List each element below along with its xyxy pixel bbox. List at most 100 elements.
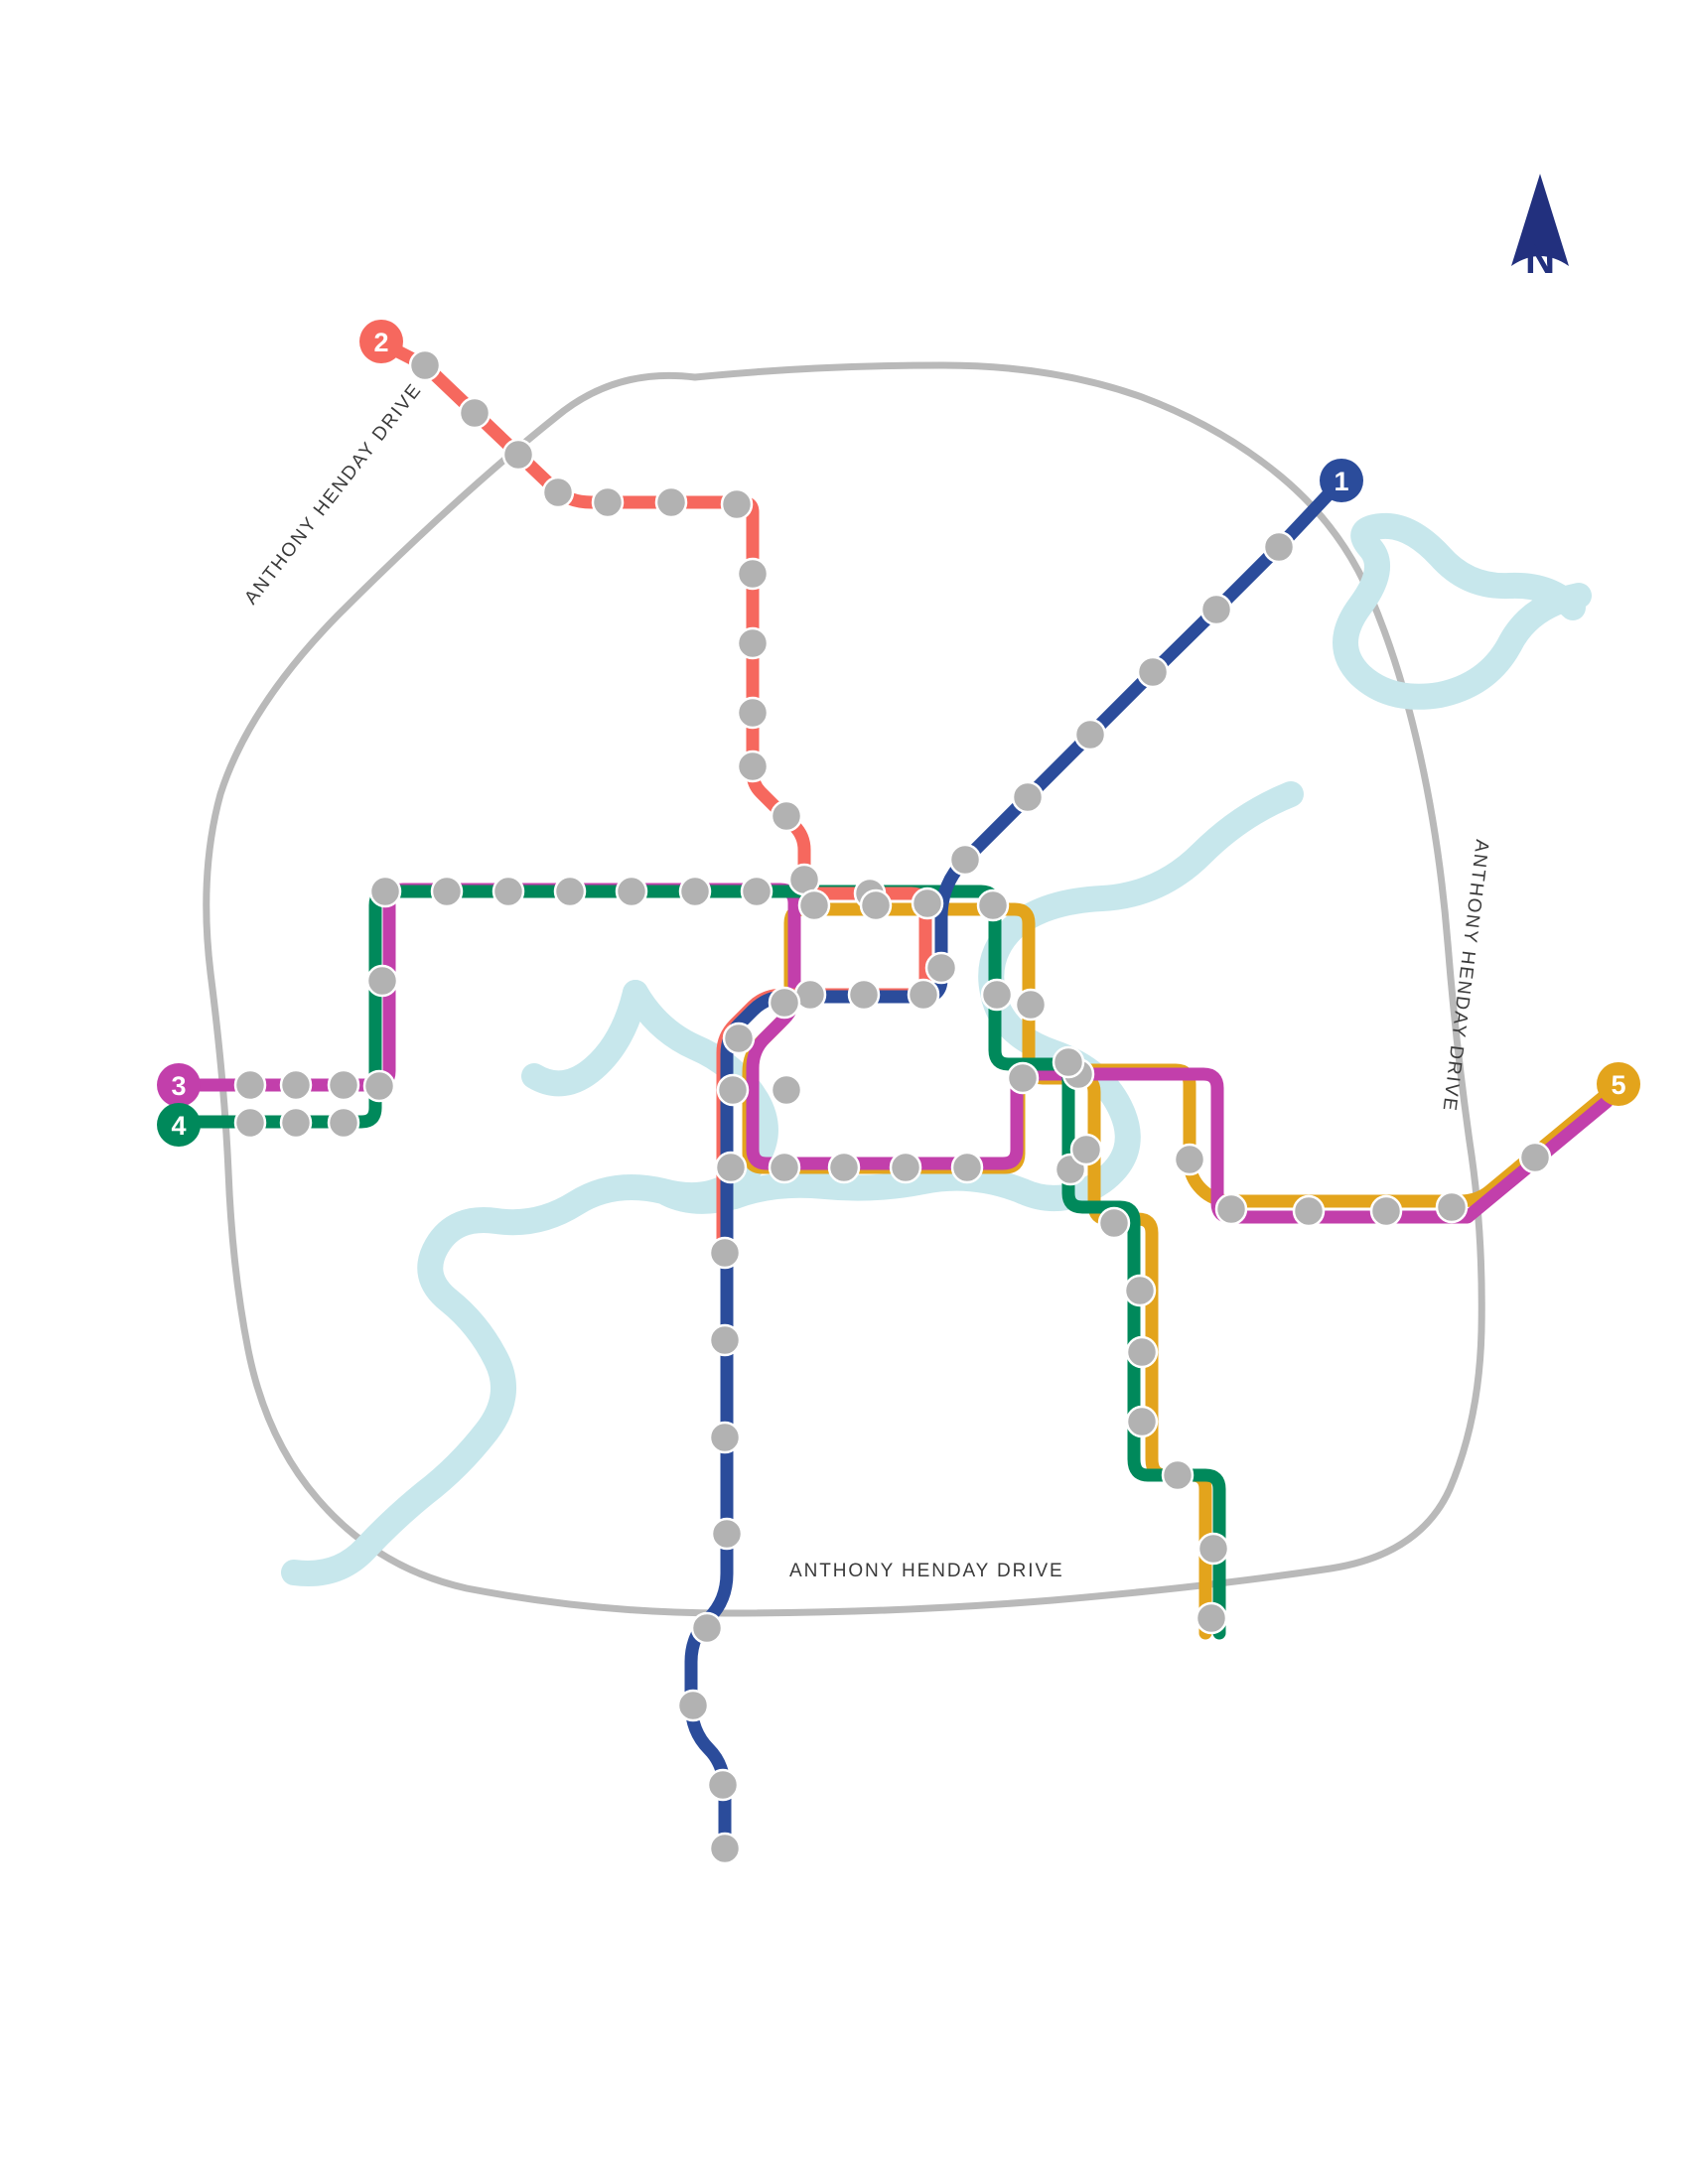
station-dot[interactable] [279,1106,313,1140]
line-2-badge[interactable]: 2 [359,320,403,363]
station-dot[interactable] [736,696,770,730]
station-dot[interactable] [770,799,803,833]
line-3-badge-circle[interactable] [157,1063,201,1107]
compass-north-label: N [1525,235,1555,282]
station-dot[interactable] [911,887,944,920]
north-arrow-icon [1511,174,1569,266]
station-dot[interactable] [859,888,893,922]
station-dot[interactable] [1196,1532,1230,1566]
station-dot[interactable] [362,1069,396,1103]
station-dot[interactable] [740,875,774,908]
line-2-badge-circle[interactable] [359,320,403,363]
station-dot[interactable] [1369,1194,1403,1228]
station-dot[interactable] [924,951,958,985]
station-dot[interactable] [768,986,801,1020]
station-dot[interactable] [1125,1335,1159,1369]
station-dot[interactable] [1052,1045,1085,1079]
station-dot[interactable] [1518,1141,1552,1174]
station-dot[interactable] [710,1517,744,1551]
station-dot[interactable] [1136,655,1170,689]
line-3-badge-label: 3 [171,1071,186,1101]
line-2-group[interactable] [375,337,932,1253]
line-4-badge-circle[interactable] [157,1103,201,1147]
station-dot[interactable] [708,1832,742,1865]
station-dot[interactable] [714,1151,748,1184]
station-dot[interactable] [1123,1274,1157,1307]
line-5-badge-circle[interactable] [1597,1062,1640,1106]
station-dot[interactable] [233,1106,267,1140]
station-dot[interactable] [1195,1601,1228,1635]
line-2-badge-label: 2 [373,328,388,357]
station-dot[interactable] [1073,718,1107,751]
station-dot[interactable] [827,1151,861,1184]
station-dot[interactable] [980,978,1014,1012]
station-dot[interactable] [797,888,831,922]
station-dot[interactable] [327,1068,360,1102]
station-dot[interactable] [716,1073,750,1107]
line-5-group[interactable] [742,902,1623,1640]
station-dot[interactable] [736,626,770,660]
stations-group [233,348,1552,1865]
station-dot[interactable] [1125,1405,1159,1438]
line-1-badge[interactable]: 1 [1320,459,1363,502]
station-dot[interactable] [1161,1458,1195,1492]
line-4-badge[interactable]: 4 [157,1103,201,1147]
station-dot[interactable] [1006,1061,1040,1095]
station-dot[interactable] [720,487,754,521]
station-dot[interactable] [736,750,770,783]
station-dot[interactable] [1262,530,1296,564]
station-dot[interactable] [492,875,525,908]
station-dot[interactable] [1097,1206,1131,1240]
station-dot[interactable] [722,1022,756,1055]
station-dot[interactable] [690,1611,724,1645]
line-5-badge[interactable]: 5 [1597,1062,1640,1106]
station-dot[interactable] [976,888,1010,922]
station-dot[interactable] [768,1151,801,1184]
station-dot[interactable] [654,485,688,519]
station-dot[interactable] [233,1068,267,1102]
road-label-east: ANTHONY HENDAY DRIVE [1438,838,1492,1113]
station-dot[interactable] [430,875,464,908]
station-dot[interactable] [368,875,402,908]
station-dot[interactable] [541,476,575,509]
station-dot[interactable] [408,348,442,382]
line-badges-group[interactable]: 1 2 3 4 5 [157,320,1640,1147]
station-dot[interactable] [706,1768,740,1802]
station-dot[interactable] [907,978,940,1012]
station-dot[interactable] [950,1151,984,1184]
ring-road [203,361,1485,1617]
line-5-route[interactable] [742,902,1623,1640]
station-dot[interactable] [1199,593,1233,626]
station-dot[interactable] [948,843,982,877]
station-dot[interactable] [889,1151,922,1184]
station-dot[interactable] [736,557,770,591]
station-dot[interactable] [847,978,881,1012]
line-1-badge-circle[interactable] [1320,459,1363,502]
station-dot[interactable] [458,396,492,430]
line-2-route[interactable] [375,337,932,1253]
station-dot[interactable] [770,1073,803,1107]
station-dot[interactable] [279,1068,313,1102]
station-dot[interactable] [553,875,587,908]
station-dot[interactable] [676,1689,710,1722]
station-dot[interactable] [365,964,399,998]
station-dot[interactable] [327,1106,360,1140]
station-dot[interactable] [591,485,625,519]
ring-road-group [203,361,1485,1617]
station-dot[interactable] [501,438,535,472]
station-dot[interactable] [1292,1194,1326,1228]
station-dot[interactable] [708,1421,742,1454]
road-label-south: ANTHONY HENDAY DRIVE [789,1561,1064,1581]
station-dot[interactable] [678,875,712,908]
station-dot[interactable] [615,875,648,908]
station-dot[interactable] [708,1236,742,1270]
station-dot[interactable] [708,1323,742,1357]
station-dot[interactable] [1011,780,1045,814]
line-3-badge[interactable]: 3 [157,1063,201,1107]
station-dot[interactable] [1435,1190,1469,1224]
station-dot[interactable] [1173,1143,1206,1176]
station-dot[interactable] [1014,988,1048,1022]
station-dot[interactable] [1069,1133,1103,1166]
station-dot[interactable] [1214,1192,1248,1226]
